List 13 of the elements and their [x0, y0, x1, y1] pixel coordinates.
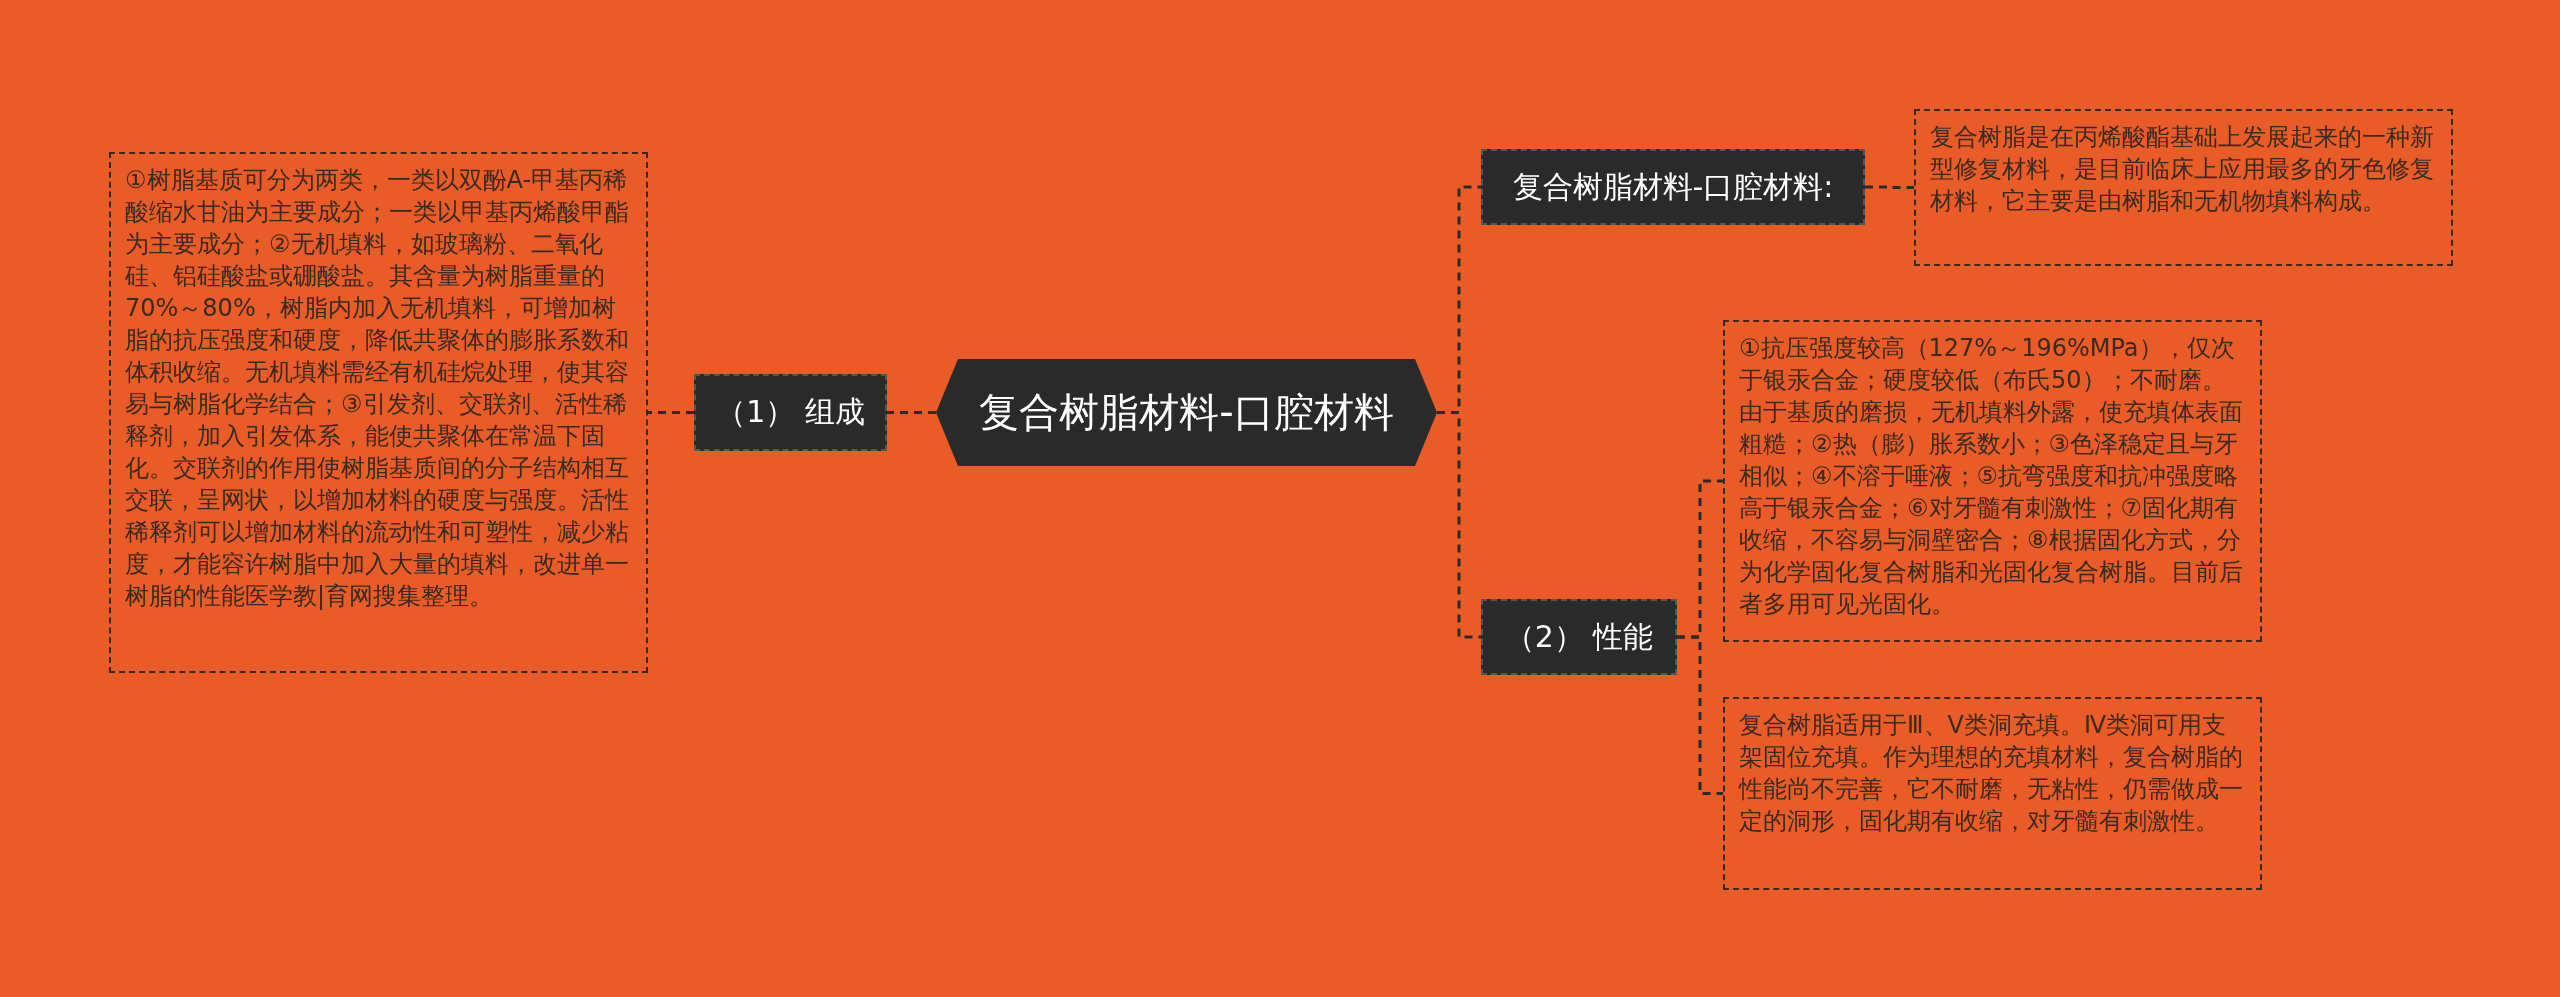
- branch-box: （2） 性能: [1481, 599, 1677, 675]
- text-box: 复合树脂适用于Ⅲ、Ⅴ类洞充填。Ⅳ类洞可用支架固位充填。作为理想的充填材料，复合树脂的性能尚不完善，它不耐磨，无粘性，仍需做成一定的洞形，固化期有收缩，对牙髓有刺激性。: [1723, 697, 2262, 890]
- connector-line: [1865, 185, 1914, 189]
- branch-box: 复合树脂材料-口腔材料:: [1481, 149, 1865, 225]
- text-box: ①树脂基质可分为两类，一类以双酚A-甲基丙稀酸缩水甘油为主要成分；一类以甲基丙烯酸甲酯为主要成分；②无机填料，如玻璃粉、二氧化硅、铝硅酸盐或硼酸盐。其含量为树脂重量的70%～80%，树脂内加入无机填料，可增加树脂的抗压强度和硬度，降低共聚体的膨胀系数和体积收缩。无机填料需经有机硅烷处理，使其容易与树脂化学结合；③引发剂、交联剂、活性稀释剂，加入引发体系，能使共聚体在常温下固化。交联剂的作用使树脂基质间的分子结构相互交联，呈网状，以增加材料的硬度与强度。活性稀释剂可以增加材料的流动性和可塑性，减少粘度，才能容许树脂中加入大量的填料，改进单一树脂的性能医学教|育网搜集整理。: [109, 152, 648, 673]
- branch-box: （1） 组成: [694, 374, 887, 451]
- connector-line: [1677, 635, 1723, 795]
- text-box: 复合树脂是在丙烯酸酯基础上发展起来的一种新型修复材料，是目前临床上应用最多的牙色修复材料，它主要是由树脂和无机物填料构成。: [1914, 109, 2453, 266]
- text-box: ①抗压强度较高（127%～196%MPa），仅次于银汞合金；硬度较低（布氏50）；不耐磨。由于基质的磨损，无机填料外露，使充填体表面粗糙；②热（膨）胀系数小；③色泽稳定且与牙相似；④不溶于唾液；⑤抗弯强度和抗冲强度略高于银汞合金；⑥对牙髓有刺激性；⑦固化期有收缩，不容易与洞壁密合；⑧根据固化方式，分为化学固化复合树脂和光固化复合树脂。目前后者多用可见光固化。: [1723, 320, 2262, 642]
- connector-line: [1437, 411, 1481, 639]
- connector-line: [887, 411, 936, 414]
- topic-hexagon: 复合树脂材料-口腔材料: [936, 359, 1437, 466]
- connector-line: [648, 411, 694, 414]
